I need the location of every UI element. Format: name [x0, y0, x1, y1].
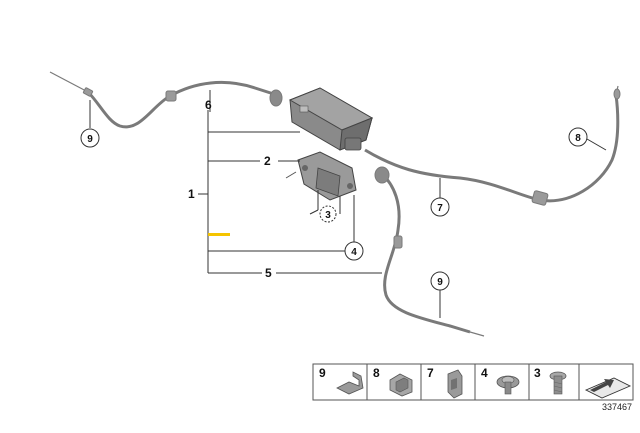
parts-strip-number: 3 [534, 366, 541, 380]
nut-icon [496, 375, 520, 395]
cable-left-upper [49, 71, 283, 129]
svg-text:7: 7 [437, 203, 443, 214]
parts-strip: 9 8 7 4 3 [312, 363, 634, 401]
callout-four: 4 [344, 241, 364, 261]
callout-eight: 8 [568, 127, 588, 147]
callout-seven: 7 [430, 197, 450, 217]
callout-nine-right: 9 [430, 271, 450, 291]
bracket-clip-icon [447, 369, 463, 399]
leader-lines [89, 90, 607, 318]
label-five: 5 [265, 266, 272, 280]
callout-three: 3 [319, 205, 337, 223]
parts-strip-number: 4 [481, 366, 488, 380]
cable-holder-icon [389, 373, 413, 397]
callout-nine-left: 9 [80, 128, 100, 148]
label-six: 6 [205, 98, 212, 112]
svg-text:3: 3 [325, 210, 331, 221]
bolt-icon [549, 371, 567, 395]
brake-actuator-unit [288, 87, 374, 151]
highlight-marker [208, 233, 230, 236]
svg-text:4: 4 [351, 247, 357, 258]
cable-right-long [364, 85, 621, 206]
svg-text:9: 9 [87, 134, 93, 145]
svg-text:8: 8 [575, 133, 581, 144]
label-one: 1 [188, 187, 195, 201]
mounting-bracket [285, 151, 357, 201]
arrow-plate-icon [584, 377, 632, 399]
cable-lower [374, 166, 485, 337]
clip-icon [336, 371, 364, 395]
parts-strip-number: 8 [373, 366, 380, 380]
label-two: 2 [264, 154, 271, 168]
parts-strip-number: 7 [427, 366, 434, 380]
catalog-number: 337467 [602, 402, 632, 412]
parts-strip-number: 9 [319, 366, 326, 380]
svg-text:9: 9 [437, 277, 443, 288]
